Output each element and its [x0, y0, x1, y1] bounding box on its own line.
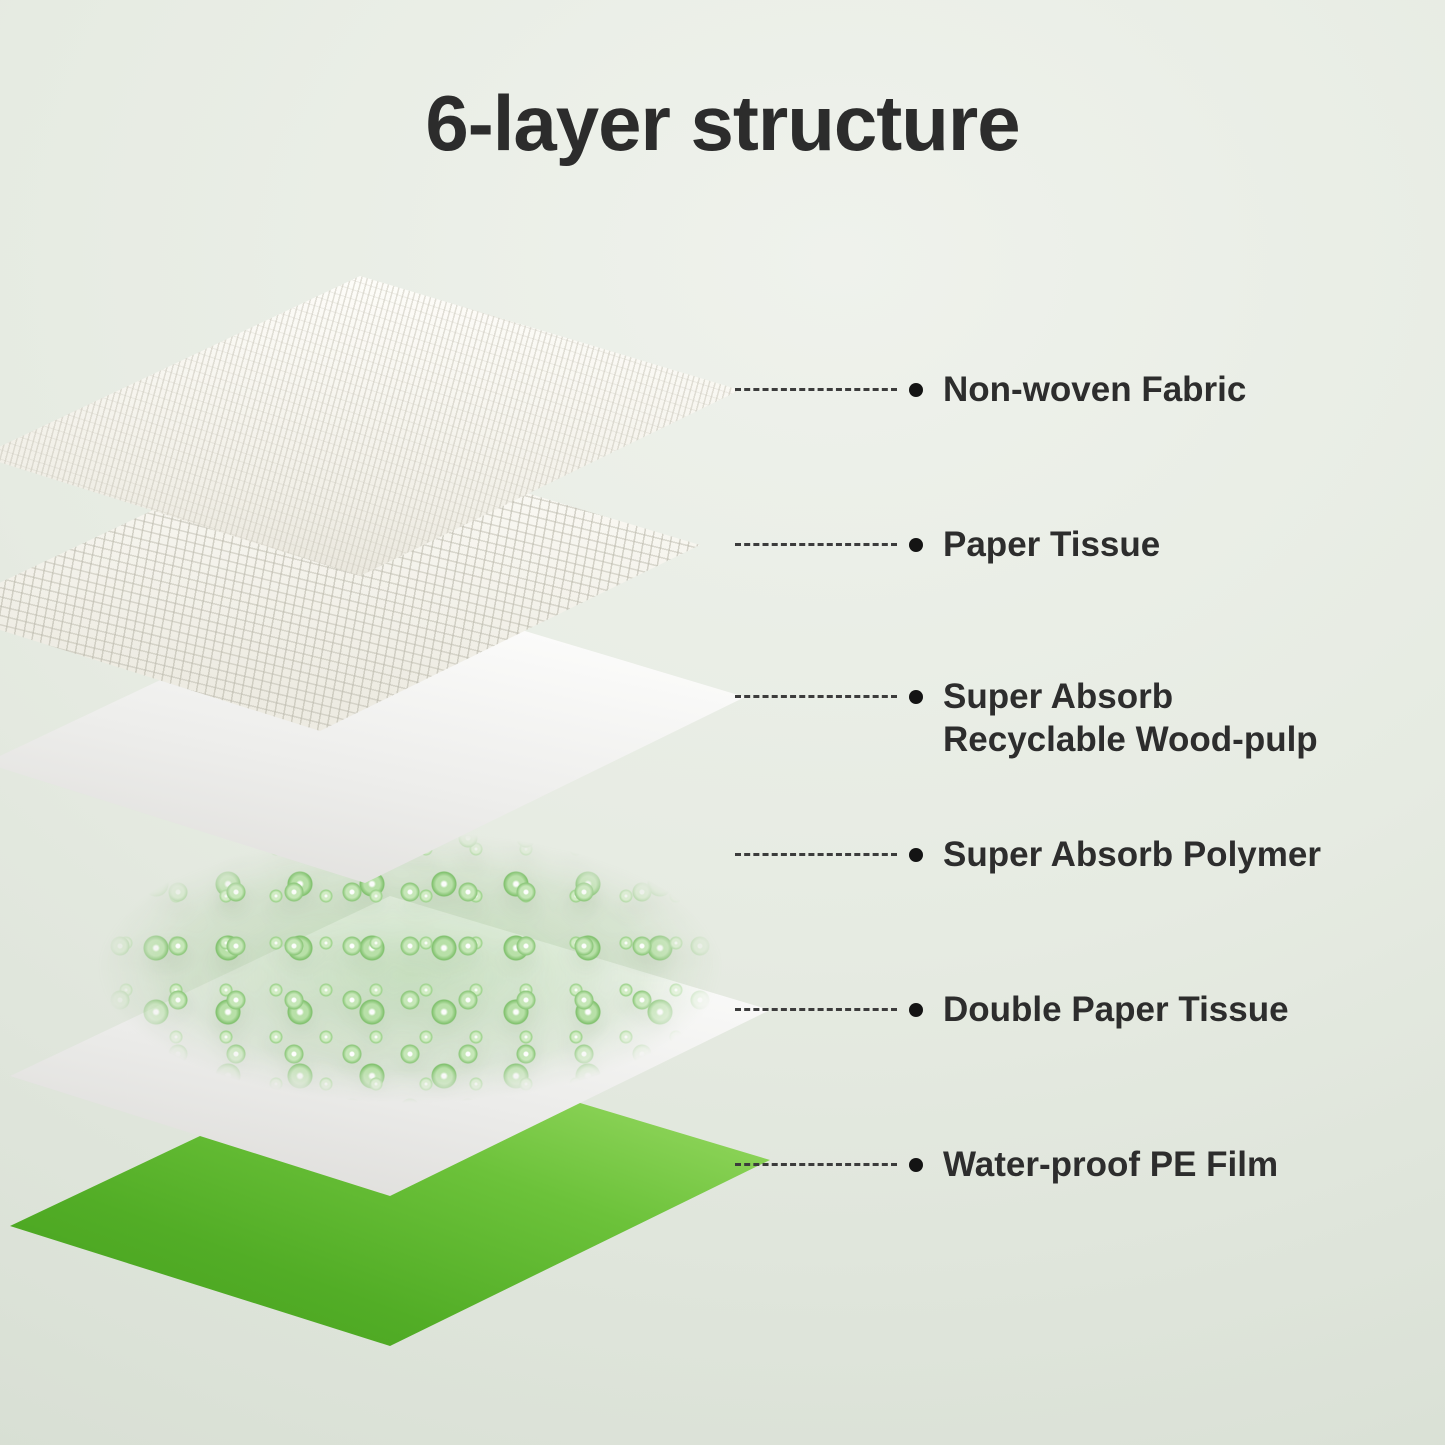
bullet-dot — [909, 1003, 923, 1017]
callout-water-proof-pe-film: Water-proof PE Film — [735, 1144, 1415, 1187]
leader-line — [735, 543, 897, 546]
layer-label: Double Paper Tissue — [943, 990, 1289, 1029]
bullet-dot — [909, 1158, 923, 1172]
layer-label: Super Absorb Polymer — [943, 835, 1321, 874]
bullet-dot — [909, 690, 923, 704]
callout-super-absorb-wood-pulp: Super Absorb Recyclable Wood-pulp — [735, 676, 1415, 761]
callout-super-absorb-polymer: Super Absorb Polymer — [735, 834, 1415, 877]
callout-double-paper-tissue: Double Paper Tissue — [735, 989, 1415, 1032]
callout-paper-tissue: Paper Tissue — [735, 524, 1415, 567]
callout-non-woven-fabric: Non-woven Fabric — [735, 369, 1415, 412]
layer-label: Paper Tissue — [943, 525, 1161, 564]
page-title: 6-layer structure — [425, 79, 1020, 167]
leader-line — [735, 388, 897, 391]
layer-label: Water-proof PE Film — [943, 1145, 1279, 1184]
layer-label: Non-woven Fabric — [943, 370, 1247, 409]
layer-label: Super Absorb Recyclable Wood-pulp — [943, 677, 1318, 759]
bullet-dot — [909, 848, 923, 862]
leader-line — [735, 853, 897, 856]
leader-line — [735, 695, 897, 698]
bullet-dot — [909, 538, 923, 552]
leader-line — [735, 1163, 897, 1166]
bullet-dot — [909, 383, 923, 397]
leader-line — [735, 1008, 897, 1011]
